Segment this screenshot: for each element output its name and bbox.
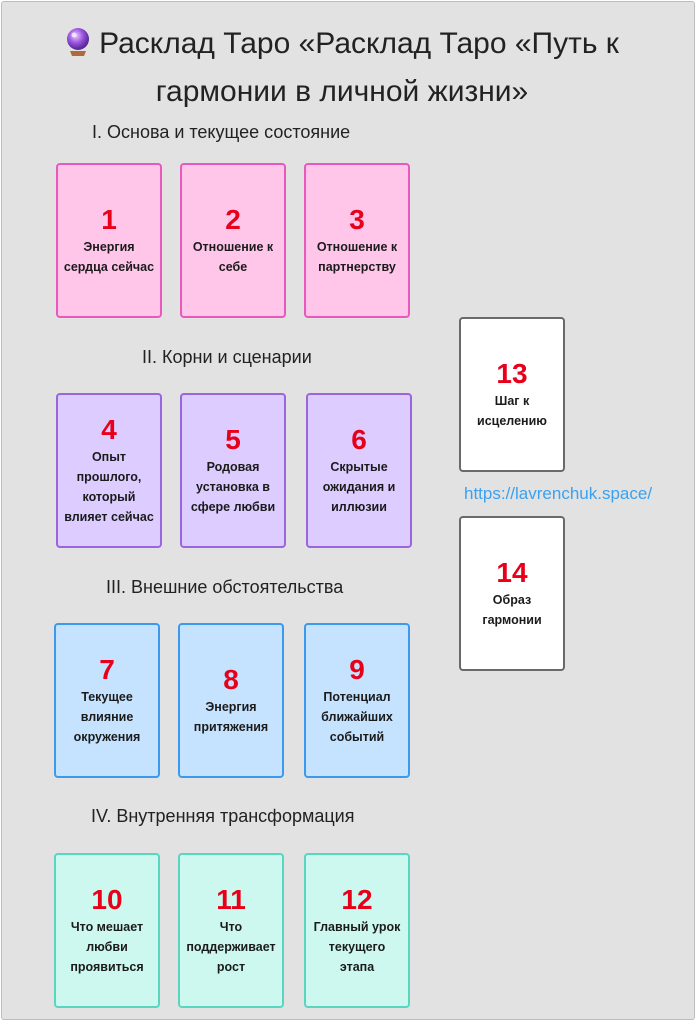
card-number: 3	[349, 203, 365, 235]
card-label: Энергия сердца сейчас	[63, 239, 155, 274]
card-number: 6	[351, 423, 367, 455]
card-number: 9	[349, 653, 365, 685]
tarot-card-position-13[interactable]: 13 Шаг к исцелению	[459, 317, 565, 472]
card-number: 4	[101, 413, 117, 445]
website-link[interactable]: https://lavrenchuk.space/	[464, 484, 653, 503]
card-number: 2	[225, 203, 241, 235]
tarot-card-position-4[interactable]: 4 Опыт прошлого, который влияет сейчас	[56, 393, 162, 548]
tarot-card-position-3[interactable]: 3 Отношение к партнерству	[304, 163, 410, 318]
tarot-card-position-1[interactable]: 1 Энергия сердца сейчас	[56, 163, 162, 318]
card-label: Главный урок текущего этапа	[313, 919, 401, 974]
card-label: Текущее влияние окружения	[73, 689, 141, 744]
tarot-card-position-8[interactable]: 8 Энергия притяжения	[178, 623, 284, 778]
card-number: 10	[91, 883, 123, 915]
card-number: 12	[341, 883, 373, 915]
tarot-card-position-12[interactable]: 12 Главный урок текущего этапа	[304, 853, 410, 1008]
card-number: 5	[225, 423, 241, 455]
card-label: Родовая установка в сфере любви	[190, 459, 276, 514]
card-label: Шаг к исцелению	[477, 393, 547, 428]
section-heading-2: II. Корни и сценарии	[142, 347, 312, 367]
tarot-card-position-9[interactable]: 9 Потенциал ближайших событий	[304, 623, 410, 778]
card-label: Что поддерживает рост	[186, 919, 276, 974]
section-heading-3: III. Внешние обстоятельства	[106, 577, 344, 597]
crystal-ball-icon	[65, 26, 91, 70]
card-label: Отношение к себе	[192, 239, 274, 274]
tarot-card-position-14[interactable]: 14 Образ гармонии	[459, 516, 565, 671]
card-label: Образ гармонии	[482, 592, 542, 627]
card-number: 13	[496, 357, 528, 389]
tarot-card-position-7[interactable]: 7 Текущее влияние окружения	[54, 623, 160, 778]
card-label: Скрытые ожидания и иллюзии	[322, 459, 396, 514]
card-number: 8	[223, 663, 239, 695]
title-line-2: гармонии в личной жизни»	[155, 75, 529, 108]
card-label: Потенциал ближайших событий	[321, 689, 393, 744]
section-heading-1: I. Основа и текущее состояние	[92, 122, 351, 142]
card-number: 1	[101, 203, 117, 235]
card-label: Опыт прошлого, который влияет сейчас	[64, 449, 154, 524]
card-number: 7	[99, 653, 115, 685]
card-number: 14	[496, 556, 528, 588]
tarot-card-position-2[interactable]: 2 Отношение к себе	[180, 163, 286, 318]
title-line-1: Расклад Таро «Расклад Таро «Путь к	[99, 27, 619, 60]
card-label: Что мешает любви проявиться	[70, 919, 144, 974]
tarot-card-position-5[interactable]: 5 Родовая установка в сфере любви	[180, 393, 286, 548]
page-title: Расклад Таро «Расклад Таро «Путь к гармо…	[22, 22, 662, 114]
card-label: Энергия притяжения	[193, 699, 269, 734]
section-heading-4: IV. Внутренняя трансформация	[91, 806, 355, 826]
card-label: Отношение к партнерству	[316, 239, 398, 274]
tarot-card-position-11[interactable]: 11 Что поддерживает рост	[178, 853, 284, 1008]
tarot-card-position-6[interactable]: 6 Скрытые ожидания и иллюзии	[306, 393, 412, 548]
tarot-card-position-10[interactable]: 10 Что мешает любви проявиться	[54, 853, 160, 1008]
card-number: 11	[216, 883, 246, 915]
